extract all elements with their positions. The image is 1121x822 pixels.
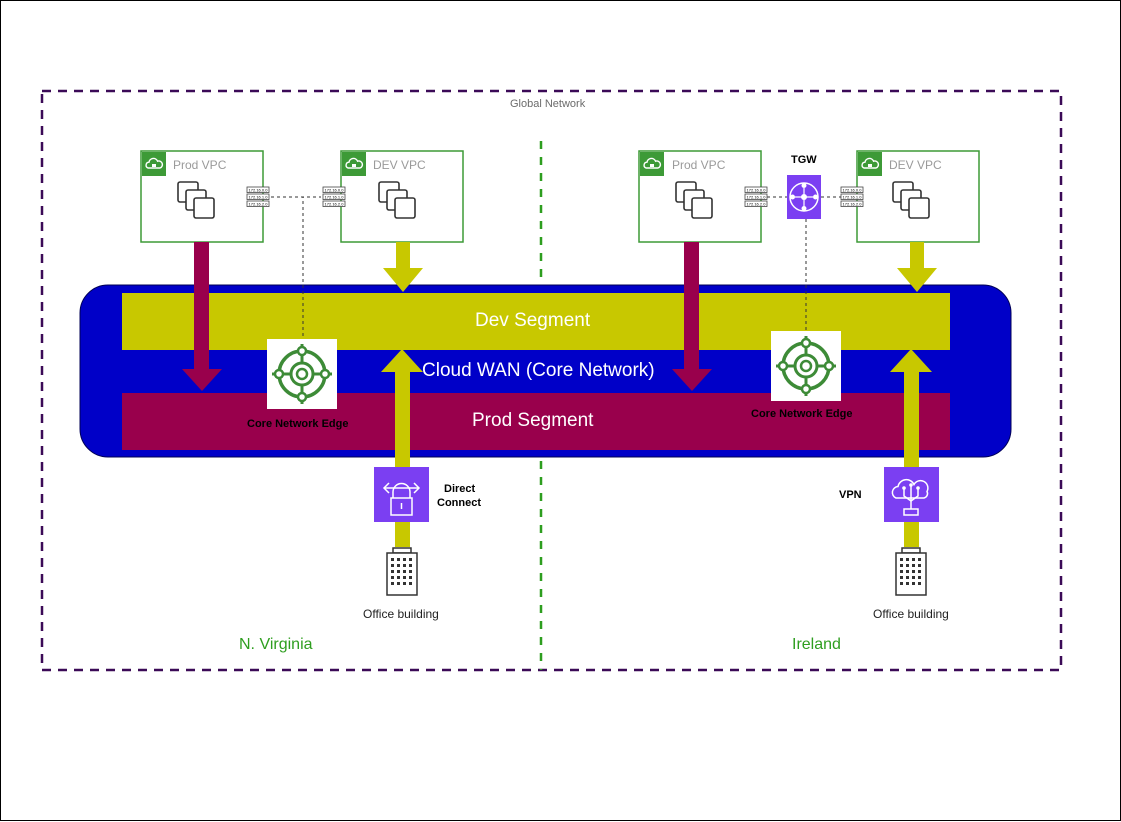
vpn-icon: [884, 467, 939, 522]
office-building-label: Office building: [363, 607, 439, 621]
office-building-icon: [386, 547, 418, 596]
svg-text:172.16.1.0: 172.16.1.0: [249, 195, 269, 200]
route-table-icon: 172.16.0.0 172.16.1.0 172.16.2.0: [744, 186, 768, 207]
region-label-ireland: Ireland: [792, 636, 841, 653]
route-table-icon: 172.16.0.0 172.16.1.0 172.16.2.0: [322, 186, 346, 207]
vpn-arrow: [890, 349, 932, 547]
dev-arrow-left: [383, 242, 423, 292]
transit-gateway-icon: [787, 175, 821, 219]
prod-segment: [122, 393, 950, 450]
prod-segment-label: Prod Segment: [472, 410, 594, 431]
svg-text:172.16.1.0: 172.16.1.0: [843, 195, 863, 200]
svg-text:172.16.0.0: 172.16.0.0: [249, 188, 269, 193]
cloud-wan-label: Cloud WAN (Core Network): [422, 360, 655, 381]
office-building-label: Office building: [873, 607, 949, 621]
core-network-edge-label: Core Network Edge: [751, 408, 853, 420]
vpc-label: Prod VPC: [672, 158, 726, 172]
dev-segment-label: Dev Segment: [475, 310, 591, 331]
svg-text:172.16.1.0: 172.16.1.0: [325, 195, 345, 200]
svg-text:172.16.2.0: 172.16.2.0: [747, 202, 767, 207]
svg-text:172.16.0.0: 172.16.0.0: [325, 188, 345, 193]
svg-text:172.16.0.0: 172.16.0.0: [747, 188, 767, 193]
dev-arrow-right: [897, 242, 937, 292]
office-building-icon: [895, 547, 927, 596]
core-network-edge-icon: [769, 329, 843, 403]
svg-text:172.16.2.0: 172.16.2.0: [843, 202, 863, 207]
core-network-edge-icon: [265, 337, 339, 411]
vpc-label: DEV VPC: [889, 158, 942, 172]
vpc-label: DEV VPC: [373, 158, 426, 172]
svg-text:172.16.2.0: 172.16.2.0: [249, 202, 269, 207]
direct-connect-arrow: [381, 349, 423, 547]
direct-connect-label: Connect: [437, 497, 481, 509]
prod-arrow-right: [672, 242, 712, 391]
direct-connect-label: Direct: [444, 483, 476, 495]
direct-connect-icon: [374, 467, 429, 522]
vpc-label: Prod VPC: [173, 158, 227, 172]
route-table-icon: 172.16.0.0 172.16.1.0 172.16.2.0: [840, 186, 864, 207]
svg-text:172.16.2.0: 172.16.2.0: [325, 202, 345, 207]
region-label-n-virginia: N. Virginia: [239, 636, 313, 653]
core-network-edge-label: Core Network Edge: [247, 418, 349, 430]
vpc-dev-right: [856, 150, 980, 243]
vpn-label: VPN: [839, 489, 862, 501]
route-table-icon: 172.16.0.0 172.16.1.0 172.16.2.0: [246, 186, 270, 207]
svg-text:172.16.1.0: 172.16.1.0: [747, 195, 767, 200]
vpc-prod-left: [140, 150, 264, 243]
prod-arrow-left: [182, 242, 222, 391]
global-network-label: Global Network: [510, 98, 586, 110]
svg-text:172.16.0.0: 172.16.0.0: [843, 188, 863, 193]
tgw-label: TGW: [791, 154, 817, 166]
